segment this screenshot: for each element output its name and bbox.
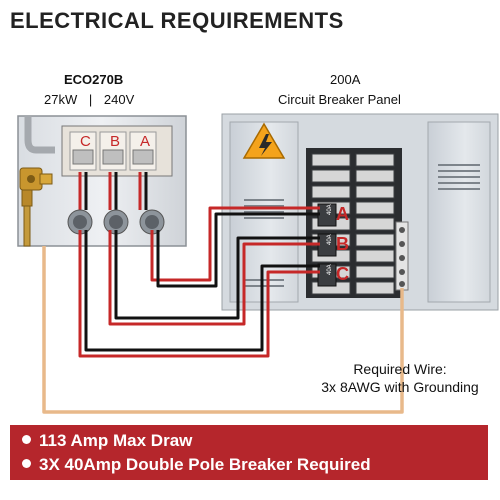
knockout-hole: [109, 215, 123, 229]
heater-unit: C B A: [17, 115, 187, 247]
requirements-banner: 113 Amp Max Draw 3X 40Amp Double Pole Br…: [10, 425, 488, 480]
live-wire: [78, 230, 320, 358]
breaker-rating: 40A: [327, 204, 333, 215]
double-pole-breaker: 40A: [317, 263, 337, 287]
double-pole-breaker: 40A: [317, 233, 337, 257]
heater-spec-separator: |: [88, 92, 93, 107]
knockout-hole: [73, 215, 87, 229]
neutral-wire: [156, 212, 320, 288]
breaker-label: A: [336, 204, 349, 224]
terminal-label: C: [80, 133, 91, 150]
breaker-label: B: [336, 234, 349, 254]
ground-wire: [42, 246, 404, 414]
heater-voltage: 240V: [103, 92, 135, 107]
door-vents-right: [438, 164, 480, 190]
heater-model: ECO270B: [64, 72, 124, 87]
heater-internal-wires: [78, 172, 148, 210]
neutral-wire: [114, 230, 320, 320]
neutral-wire: [84, 230, 320, 352]
field-wiring: [42, 206, 404, 414]
wire-requirement: Required Wire: 3x 8AWG with Grounding: [300, 360, 500, 396]
panel-door-right: [427, 121, 491, 303]
wire-requirement-spec: 3x 8AWG with Grounding: [321, 379, 479, 395]
live-wire: [150, 206, 320, 282]
terminal-label: B: [110, 133, 120, 150]
wire-requirement-title: Required Wire:: [353, 361, 447, 377]
banner-item: 3X 40Amp Double Pole Breaker Required: [22, 455, 371, 475]
terminal-block: [61, 125, 173, 177]
terminal-label: A: [140, 133, 150, 150]
heater-power: 27kW: [44, 92, 78, 107]
bullet-icon: [22, 459, 31, 469]
panel-amperage: 200A: [330, 72, 361, 87]
page-title: ELECTRICAL REQUIREMENTS: [10, 8, 344, 33]
door-vents-left: [244, 199, 284, 287]
breaker-panel: 40A 40A 40A A B C: [221, 113, 499, 311]
heater-spec: 27kW | 240V: [44, 92, 134, 107]
live-wire: [108, 230, 320, 326]
brass-fitting: [19, 167, 53, 247]
banner-item: 113 Amp Max Draw: [22, 431, 192, 451]
breaker-rating: 40A: [327, 264, 333, 275]
panel-name: Circuit Breaker Panel: [278, 92, 401, 107]
banner-item-text: 3X 40Amp Double Pole Breaker Required: [39, 455, 371, 474]
breaker-rating: 40A: [327, 234, 333, 245]
bullet-icon: [22, 435, 31, 445]
heater-pipe: [24, 116, 55, 154]
double-pole-breaker: 40A: [317, 203, 337, 227]
banner-item-text: 113 Amp Max Draw: [39, 431, 193, 450]
knockout-hole: [145, 215, 159, 229]
breaker-label: C: [336, 264, 349, 284]
ground-bar: [395, 221, 409, 291]
hazard-warning-icon: [242, 122, 286, 159]
